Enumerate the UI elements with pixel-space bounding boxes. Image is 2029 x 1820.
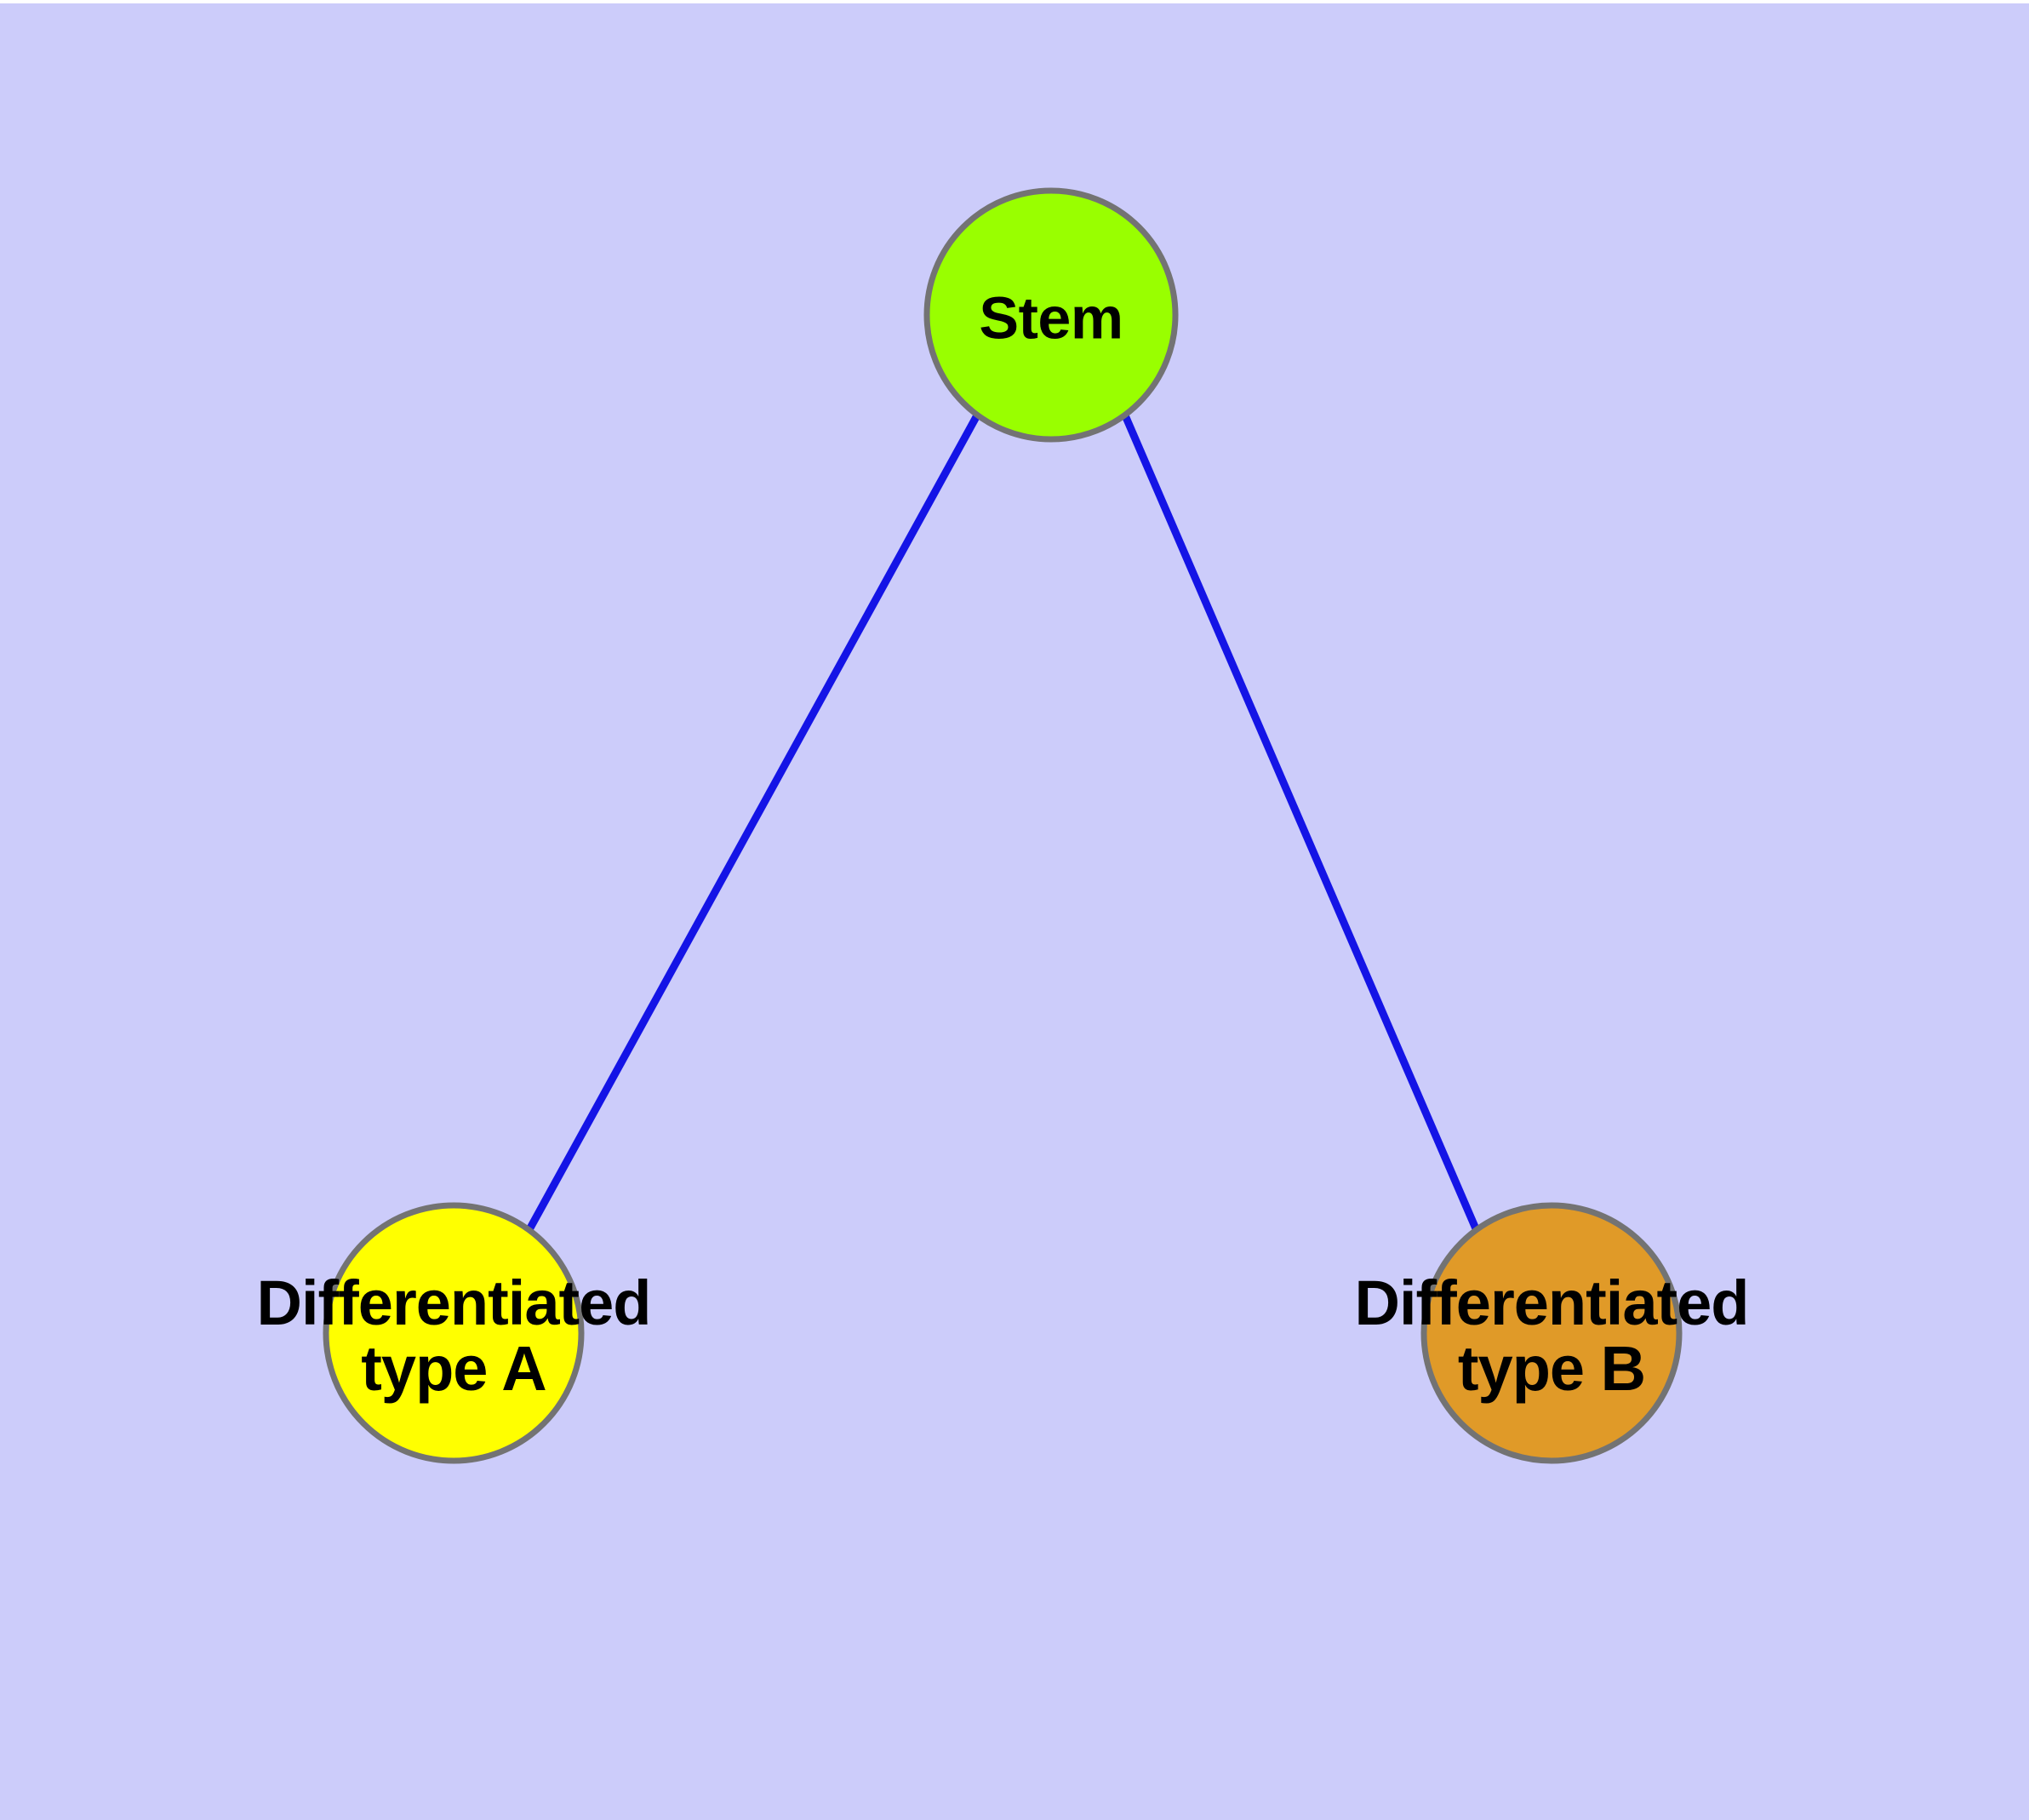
edge-stem-diff-b	[1121, 414, 1482, 1234]
node-differentiated-type-b[interactable]	[1420, 1202, 1683, 1464]
node-stem[interactable]	[923, 187, 1179, 443]
edge-layer	[524, 413, 1482, 1235]
edge-stem-diff-a	[524, 413, 980, 1235]
node-differentiated-type-a[interactable]	[323, 1202, 585, 1464]
node-layer	[323, 187, 1683, 1464]
